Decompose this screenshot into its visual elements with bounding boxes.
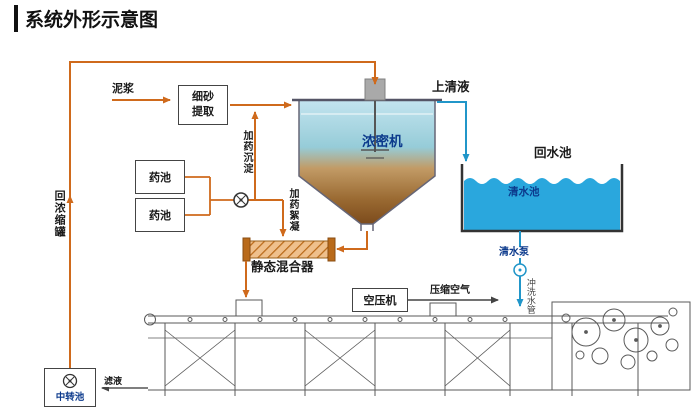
static-mixer-label: 静态混合器: [251, 260, 314, 274]
clear-water-pump-label: 清水泵: [497, 247, 531, 258]
sand-extraction-box: 细砂提取: [178, 85, 228, 125]
feed-box: [235, 299, 263, 317]
filtrate-label: 滤液: [103, 376, 124, 387]
chem-pump-icon: [233, 192, 249, 208]
dosing-flocculation-label: 加药絮凝: [287, 188, 298, 232]
clear-water-pump-icon: [513, 263, 527, 277]
thickener-tank: [292, 78, 442, 231]
chem-tank-1-label: 药池: [149, 172, 171, 184]
supernatant-label: 上清液: [432, 80, 470, 94]
underflow-line: [336, 231, 368, 253]
chem-collector-lines: [185, 176, 234, 216]
flow-lines: [66, 61, 379, 368]
pool-water: [464, 178, 620, 230]
page-title: 系统外形示意图: [14, 5, 158, 32]
chem-tank-1-box: 药池: [135, 160, 185, 194]
air-compressor-label: 空压机: [363, 295, 397, 307]
supernatant-line: [437, 101, 470, 162]
flush-pipe-label: 冲洗水管: [525, 278, 536, 314]
sand-extraction-label: 细砂提取: [192, 91, 214, 118]
chem-tank-2-label: 药池: [149, 210, 171, 222]
return-to-thickener-label: 回浓缩罐: [53, 190, 66, 238]
thickener-label: 浓密机: [362, 134, 403, 149]
return-pool-label: 回水池: [534, 146, 572, 160]
mud-label: 泥浆: [112, 83, 134, 95]
return-line: [69, 61, 379, 368]
air-compressor-box: 空压机: [352, 288, 408, 312]
static-mixer-body: [242, 237, 336, 262]
transfer-pool-label: 中转池: [55, 392, 85, 403]
transfer-pump-icon: [62, 373, 78, 389]
dosing-sedimentation-label: 加药沉淀: [241, 130, 252, 174]
clear-water-pool-label: 清水池: [508, 186, 540, 198]
return-water-pool: [460, 164, 624, 233]
compressed-air-label: 压缩空气: [430, 285, 470, 296]
transfer-pool-box: 中转池: [44, 368, 96, 407]
chem-tank-2-box: 药池: [135, 198, 185, 232]
belt-filter-press: [144, 299, 691, 396]
